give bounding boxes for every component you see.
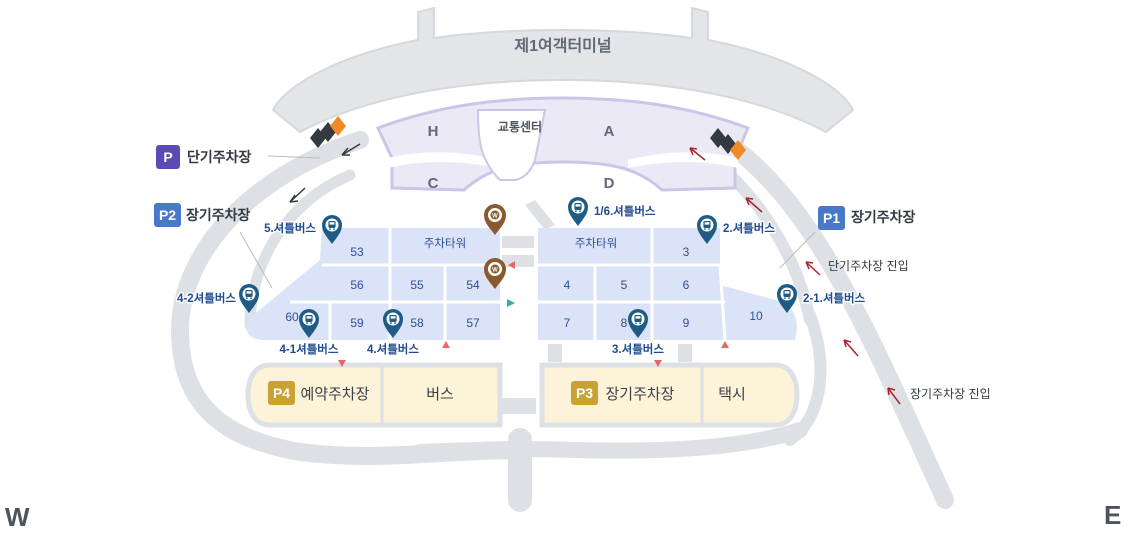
long-term-entry-label: 장기주차장 진입 (910, 387, 991, 401)
legend-short-term: P 단기주차장 (156, 145, 252, 169)
lot-60: 60 (285, 310, 299, 324)
lot-57: 57 (466, 316, 480, 330)
west-direction-label: W (5, 502, 30, 532)
lot-6: 6 (683, 278, 690, 292)
lot-10: 10 (749, 309, 763, 323)
lot-5: 5 (621, 278, 628, 292)
zone-p4-bus: P4 예약주차장 버스 (245, 362, 503, 428)
lot-55: 55 (410, 278, 424, 292)
short-term-badge (156, 145, 180, 169)
flow-markers (338, 261, 729, 367)
short-term-label: 단기주차장 (187, 149, 252, 165)
gate-d-label: D (604, 175, 615, 192)
bus-zone-label: 버스 (426, 386, 454, 403)
shuttle-stop-4-2[interactable]: 4-2셔틀버스 (176, 284, 259, 313)
transport-center-label: 교통센터 (498, 119, 542, 134)
gate-c-label: C (428, 175, 439, 192)
gate-a-label: A (604, 123, 615, 140)
lot-3: 3 (683, 245, 690, 259)
east-parking-tower-label: 주차타워 (575, 237, 617, 250)
p1-badge (818, 206, 845, 230)
p4-badge (268, 381, 295, 405)
shuttle-bus-pin-icon[interactable] (568, 197, 588, 226)
chevron-arrow-icon (710, 128, 746, 160)
lot-9: 9 (683, 316, 690, 330)
shuttle-label-4-1: 4-1셔틀버스 (280, 342, 339, 356)
legend-long-term-p2: P2 장기주차장 (154, 203, 251, 227)
p1-badge-text: P1 (823, 210, 840, 226)
short-term-entry-label: 단기주차장 진입 (828, 259, 909, 273)
lot-53: 53 (350, 245, 364, 259)
shuttle-label-2-1: 2-1.셔틀버스 (803, 291, 866, 305)
short-term-badge-text: P (163, 149, 172, 165)
direction-arrow-icon (239, 143, 901, 405)
p2-badge-text: P2 (159, 207, 176, 223)
p4-badge-text: P4 (273, 385, 290, 401)
shuttle-stop-1-6[interactable]: 1/6.셔틀버스 (568, 197, 657, 226)
shuttle-stop-4[interactable]: 4.셔틀버스 (366, 309, 421, 358)
chevron-arrow-icon (310, 116, 346, 148)
terminal-name: 제1여객터미널 (514, 37, 611, 55)
shuttle-label-3: 3.셔틀버스 (612, 342, 664, 356)
east-lot-block: 주차타워 3 4 5 6 7 8 9 10 (538, 228, 797, 341)
legend-long-term-p1: P1 장기주차장 (818, 206, 916, 230)
shuttle-stop-2[interactable]: 2.셔틀버스 (697, 215, 777, 244)
lot-59: 59 (350, 316, 364, 330)
lot-58: 58 (410, 316, 424, 330)
p3-label: 장기주차장 (605, 386, 674, 403)
concourse: H A C D 교통센터 (375, 96, 751, 192)
shuttle-stop-3[interactable]: 3.셔틀버스 (611, 309, 666, 358)
shuttle-label-4: 4.셔틀버스 (367, 342, 419, 356)
lot-8: 8 (621, 316, 628, 330)
p2-badge (154, 203, 181, 227)
p4-label: 예약주차장 (300, 386, 369, 403)
shuttle-stop-2-1[interactable]: 2-1.셔틀버스 (777, 284, 867, 313)
taxi-zone-label: 택시 (718, 386, 746, 403)
gate-h-label: H (428, 123, 439, 140)
p3-badge (571, 381, 598, 405)
terminal-building: 제1여객터미널 (271, 6, 855, 134)
shuttle-label-1-6: 1/6.셔틀버스 (594, 204, 656, 218)
p3-badge-text: P3 (576, 385, 593, 401)
lot-56: 56 (350, 278, 364, 292)
shuttle-stop-4-1[interactable]: 4-1셔틀버스 (278, 309, 340, 358)
shuttle-label-2: 2.셔틀버스 (723, 221, 775, 235)
lot-7: 7 (564, 316, 571, 330)
east-direction-label: E (1104, 500, 1121, 530)
lot-4: 4 (564, 278, 571, 292)
p2-label: 장기주차장 (186, 207, 251, 223)
west-parking-tower-label: 주차타워 (424, 237, 466, 250)
shuttle-label-5: 5.셔틀버스 (264, 221, 316, 235)
shuttle-stop-5[interactable]: 5.셔틀버스 (263, 215, 342, 244)
shuttle-label-4-2: 4-2셔틀버스 (177, 291, 236, 305)
west-lot-block: 53 주차타워 56 55 54 60 59 58 57 (246, 228, 500, 340)
zone-p3-taxi: P3 장기주차장 택시 (539, 362, 800, 428)
lot-54: 54 (466, 278, 480, 292)
p1-label: 장기주차장 (851, 209, 916, 225)
